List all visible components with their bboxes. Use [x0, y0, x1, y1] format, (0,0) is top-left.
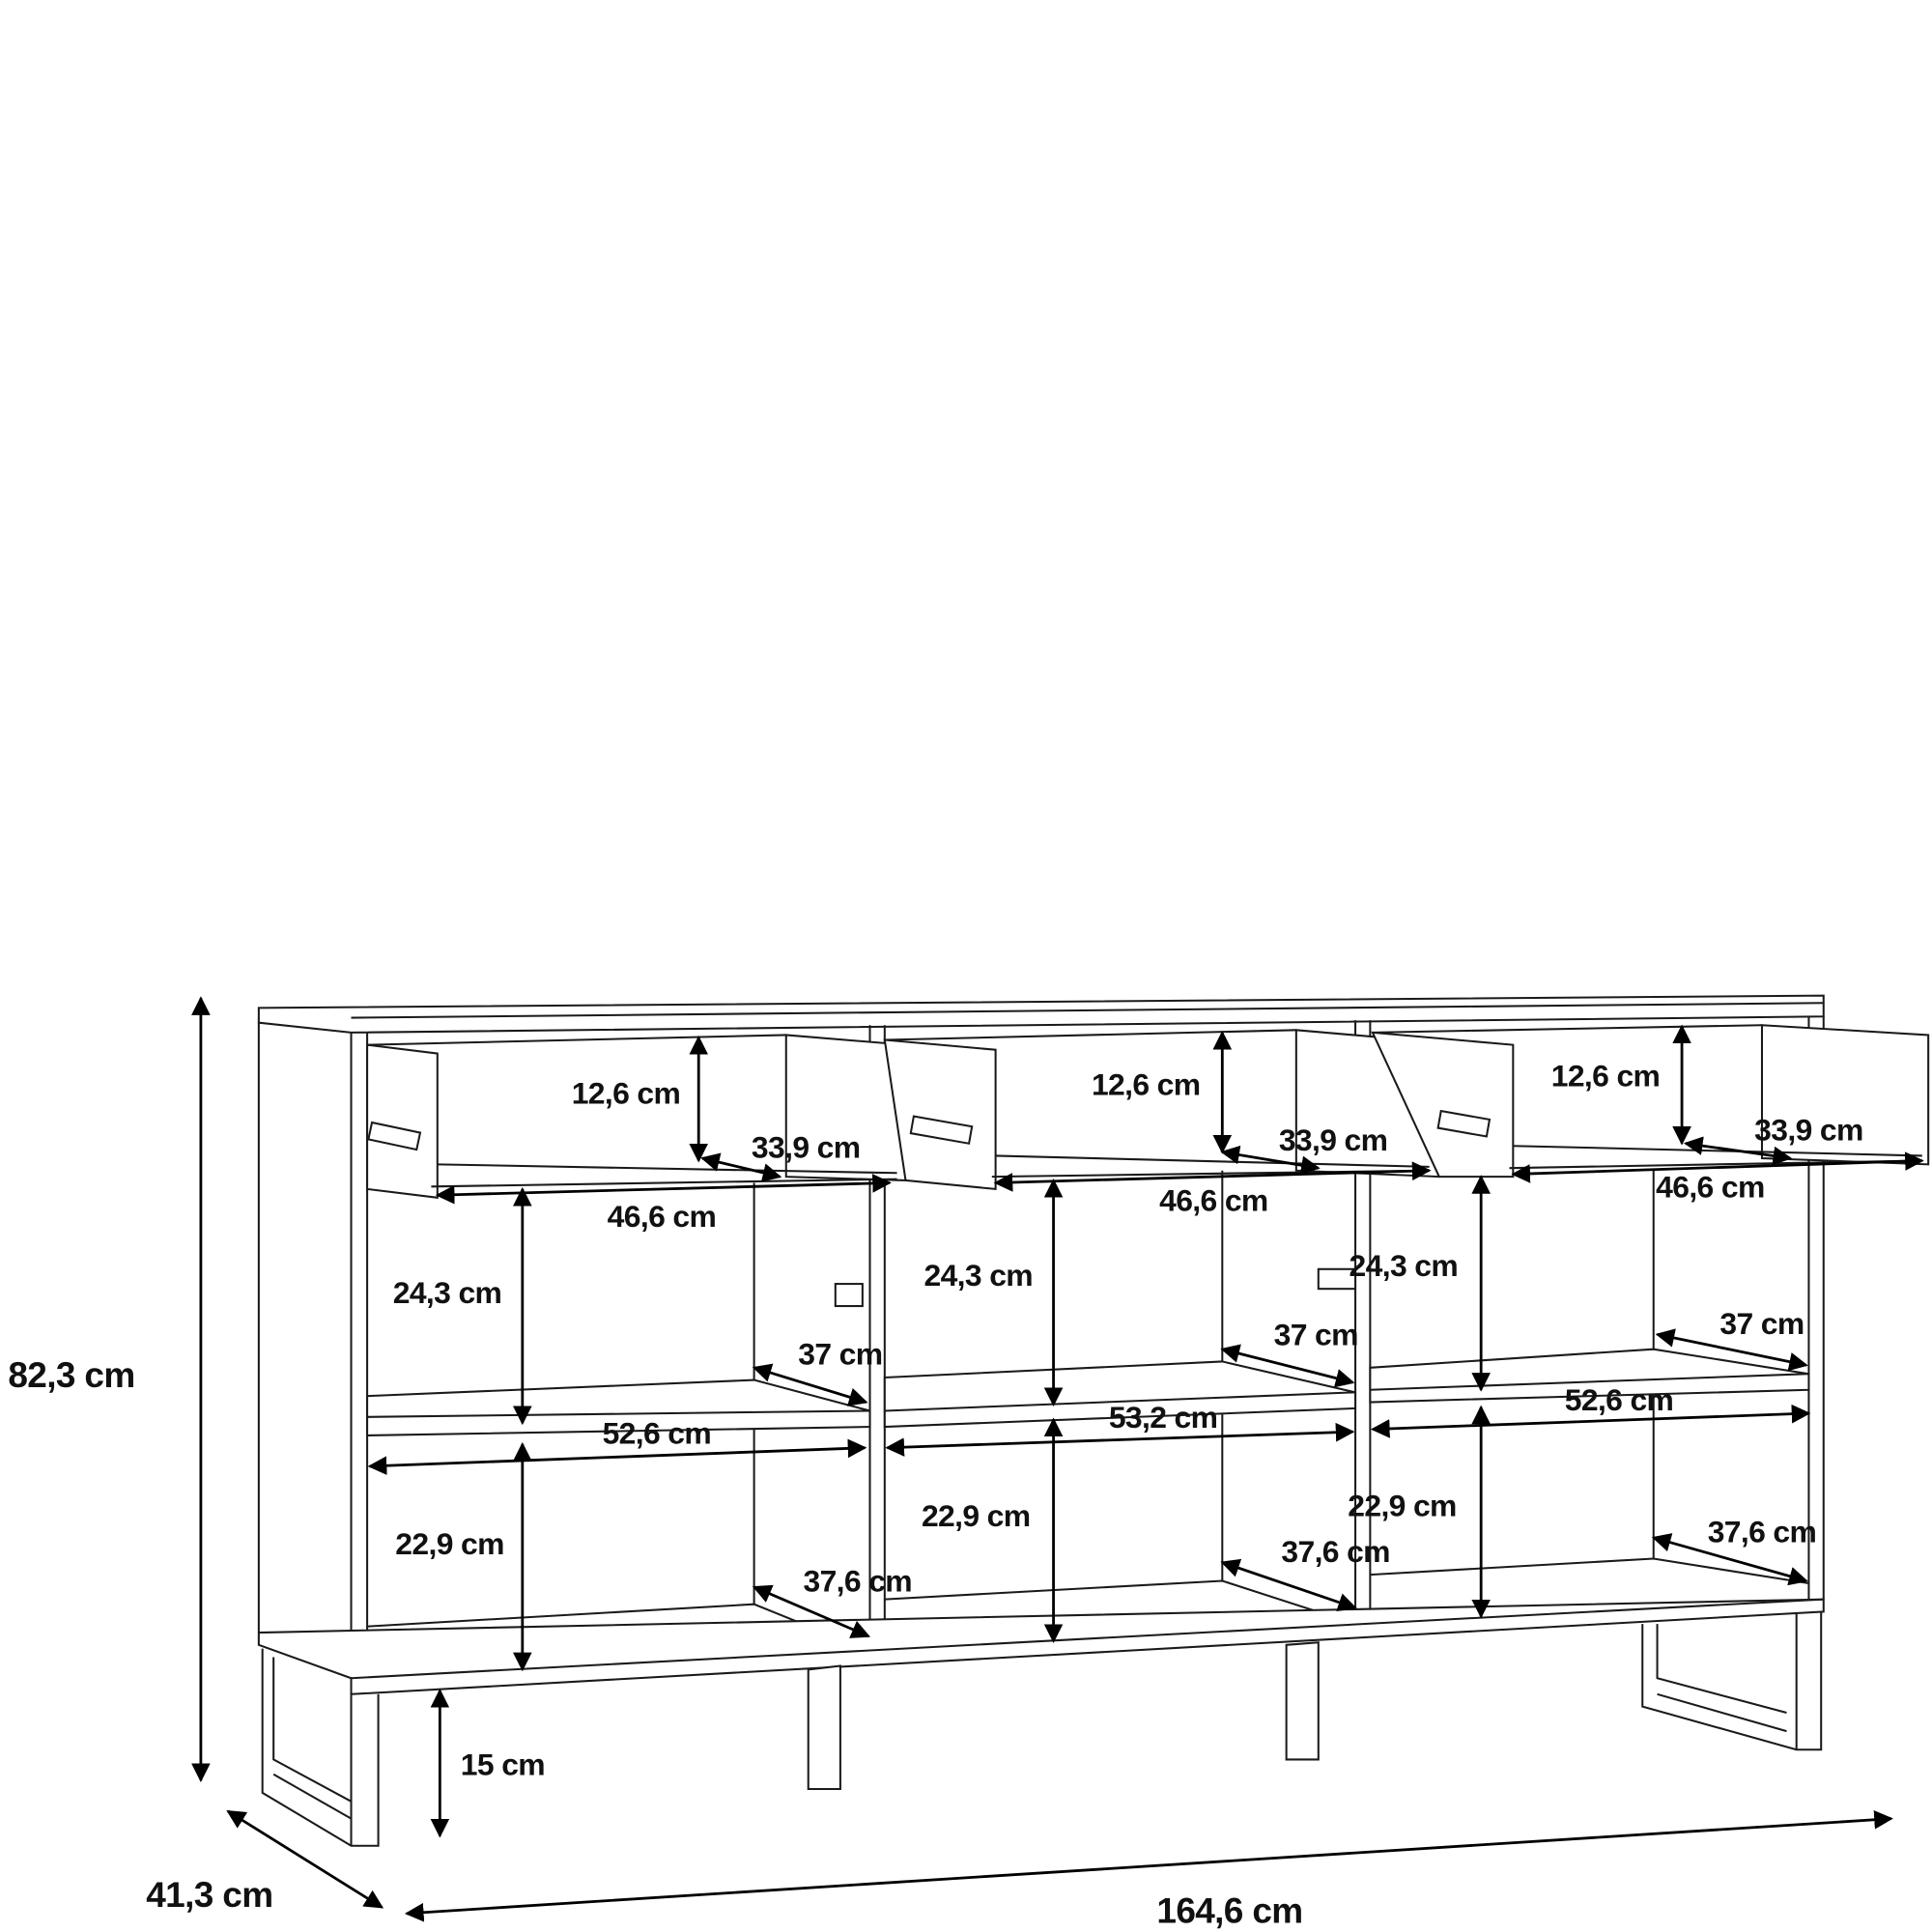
- right-leg: [1641, 1611, 1823, 1751]
- depth-arrow: [226, 1809, 384, 1909]
- drawer-height-label: 12,6 cm: [572, 1075, 681, 1110]
- shelf-width-label: 52,6 cm: [603, 1415, 712, 1450]
- upper-height-label: 24,3 cm: [1350, 1248, 1459, 1283]
- overall-height-label: 82,3 cm: [8, 1355, 134, 1395]
- drawer-slide-icon: [1436, 1109, 1492, 1138]
- width-arrow: [404, 1809, 1893, 1922]
- drawer-height-label: 12,6 cm: [1092, 1066, 1201, 1101]
- overall-width-label: 164,6 cm: [1156, 1891, 1302, 1931]
- drawer-width-label: 46,6 cm: [608, 1199, 717, 1234]
- lower-height-label: 22,9 cm: [395, 1526, 504, 1561]
- upper-depth-label: 37 cm: [798, 1337, 882, 1372]
- leg-height-label: 15 cm: [461, 1747, 545, 1782]
- top-board: [257, 994, 1825, 1034]
- shelf-width-label: 53,2 cm: [1109, 1400, 1218, 1435]
- upper-height-label: 24,3 cm: [393, 1275, 502, 1310]
- drawer-slide-icon: [909, 1115, 974, 1145]
- drawer-depth-label: 33,9 cm: [1754, 1113, 1863, 1148]
- shelf-width-label: 52,6 cm: [1565, 1382, 1674, 1417]
- drawer-width-label: 46,6 cm: [1656, 1169, 1764, 1204]
- upper-depth-label: 37 cm: [1719, 1306, 1804, 1341]
- drawer-width-label: 46,6 cm: [1159, 1182, 1268, 1217]
- drawer-depth-label: 33,9 cm: [1279, 1122, 1388, 1157]
- drawer-depth-label: 33,9 cm: [752, 1129, 861, 1164]
- sideboard-drawing: [257, 994, 1930, 1847]
- lower-depth-label: 37,6 cm: [1281, 1534, 1390, 1569]
- dimension-arrows: [191, 996, 1924, 1922]
- middle-leg-1: [807, 1664, 841, 1791]
- lower-height-label: 22,9 cm: [922, 1498, 1031, 1533]
- upper-height-label: 24,3 cm: [924, 1258, 1034, 1293]
- drawer-slide-icon: [367, 1121, 422, 1151]
- hinge-icon: [1317, 1267, 1357, 1291]
- lower-depth-label: 37,6 cm: [804, 1563, 913, 1598]
- lower-depth-label: 37,6 cm: [1708, 1514, 1817, 1548]
- drawer-height-label: 12,6 cm: [1551, 1058, 1661, 1093]
- overall-depth-label: 41,3 cm: [146, 1875, 272, 1915]
- drawer-3: [1371, 1024, 1930, 1179]
- hinge-icon: [834, 1283, 864, 1308]
- lower-height-label: 22,9 cm: [1348, 1489, 1457, 1523]
- shelf-1: [366, 1378, 871, 1437]
- dimension-labels: 82,3 cm 41,3 cm 164,6 cm 15 cm 12,6 cm 3…: [8, 1058, 1863, 1931]
- middle-leg-2: [1285, 1641, 1320, 1761]
- drawer-2: [883, 1029, 1440, 1190]
- drawer-1: [366, 1034, 907, 1199]
- plinth: [257, 1598, 1825, 1695]
- upper-depth-label: 37 cm: [1274, 1317, 1358, 1351]
